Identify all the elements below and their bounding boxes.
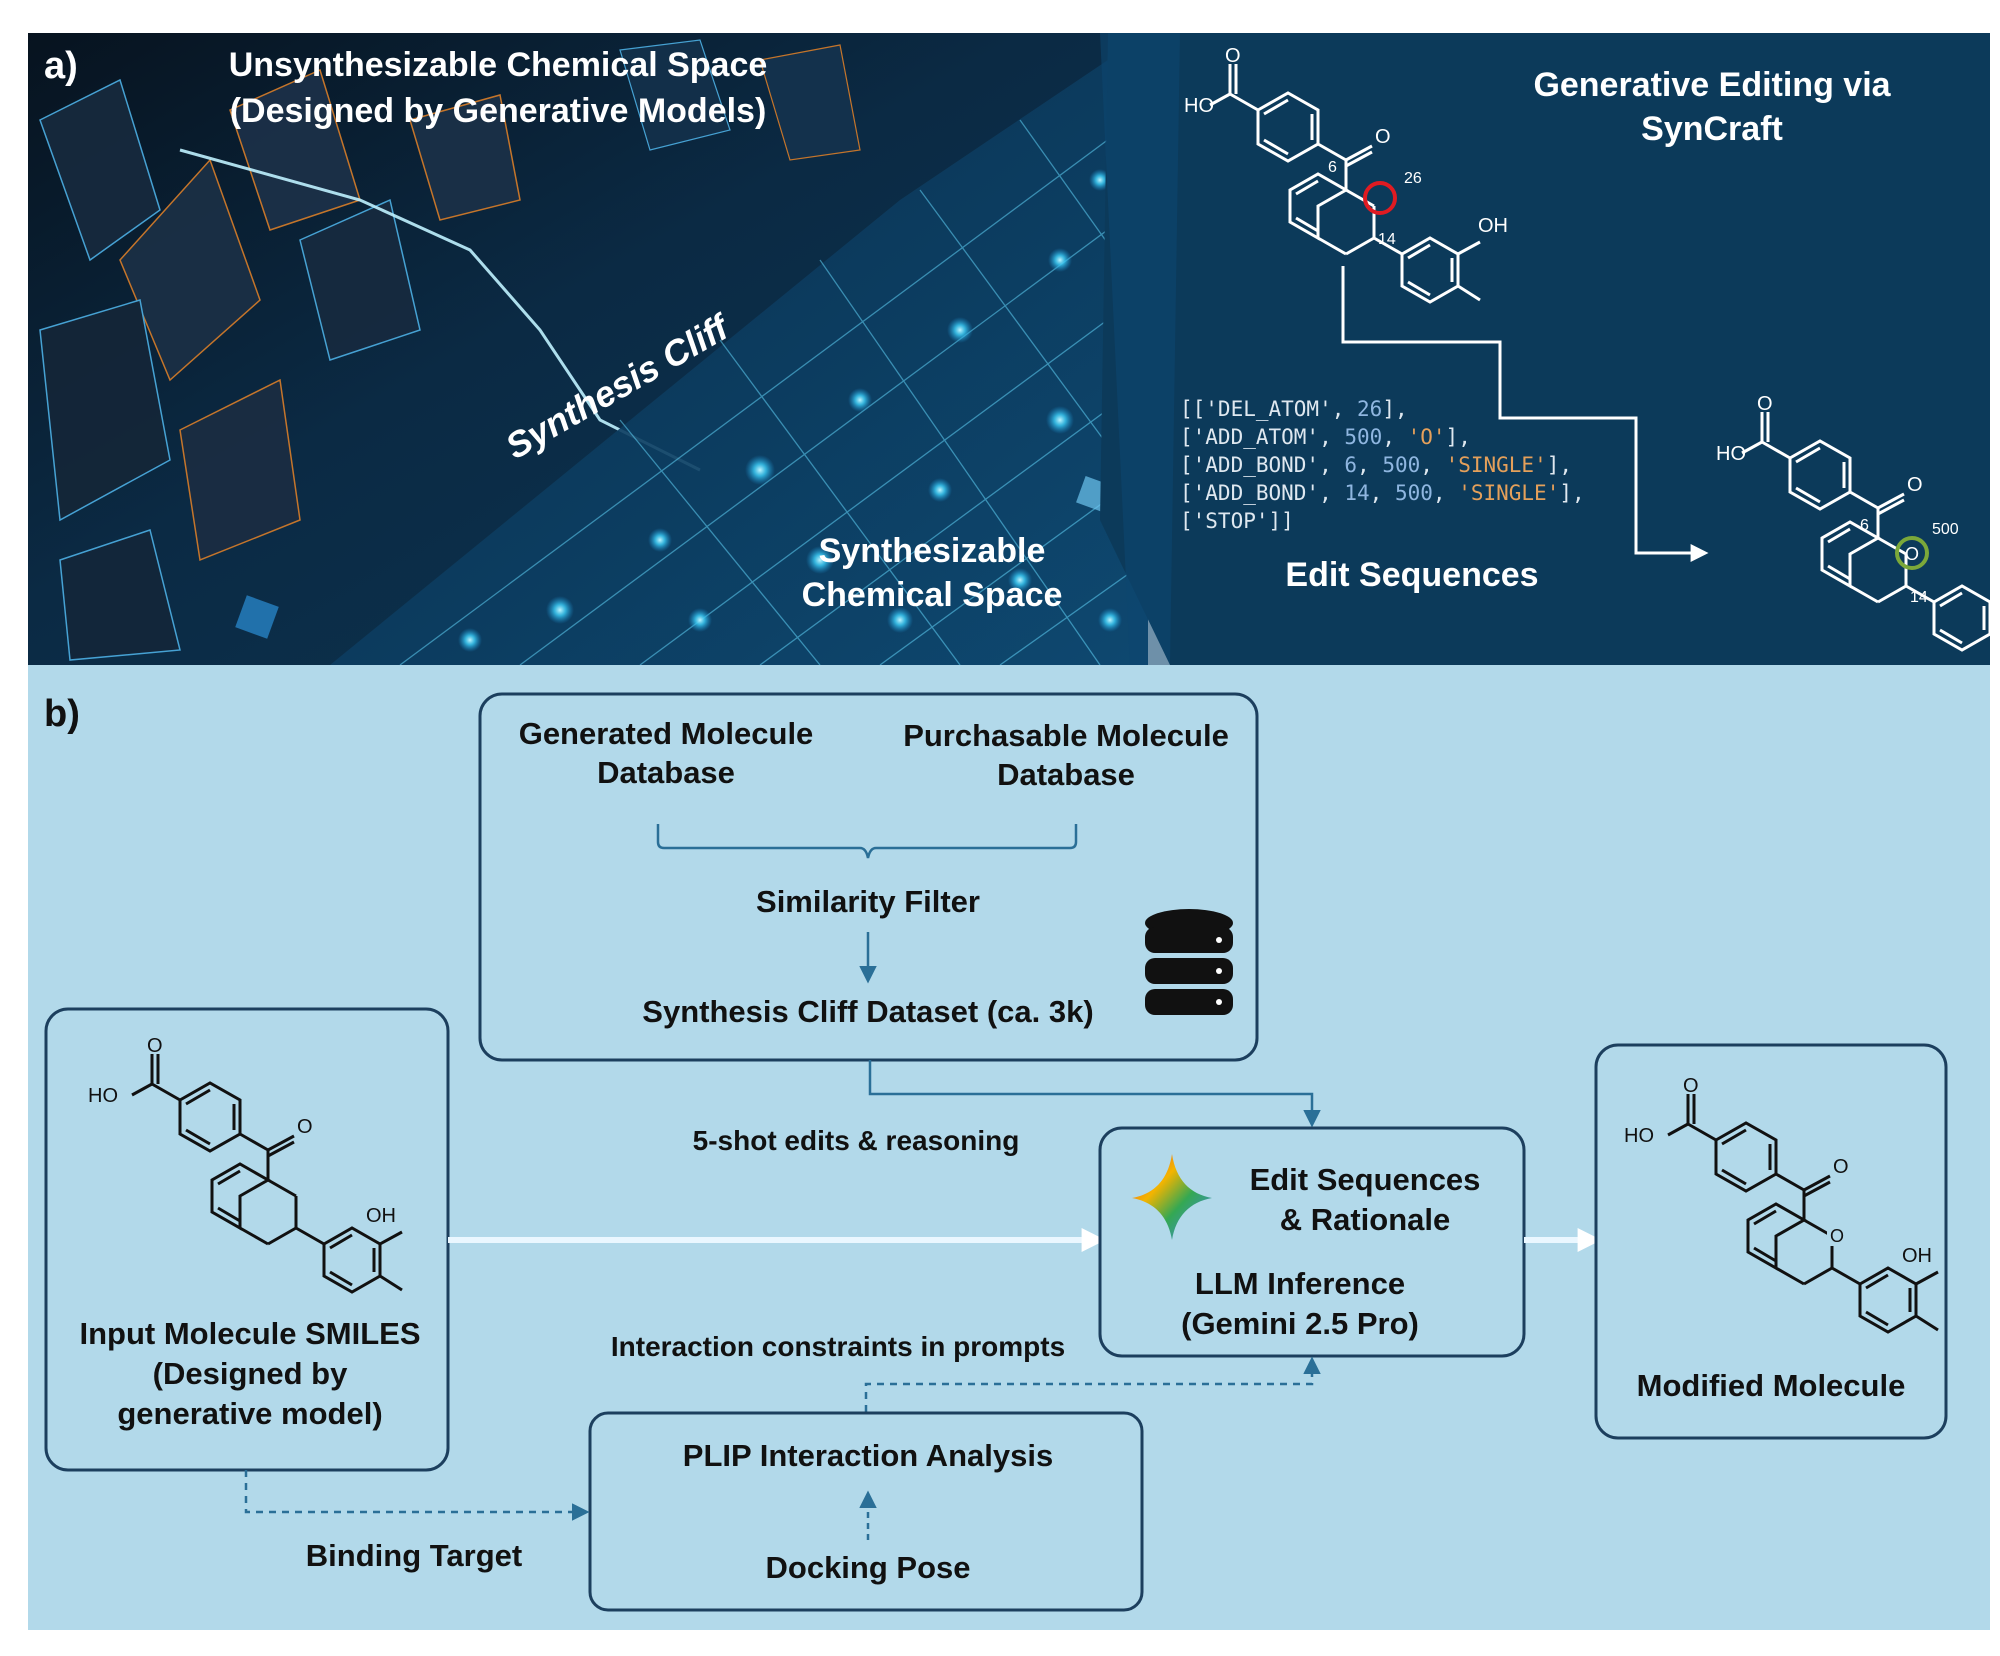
generated-db-label-line2: Database [597, 755, 735, 790]
svg-text:OH: OH [1902, 1245, 1932, 1267]
llm-output-label-line1: Edit Sequences [1250, 1162, 1481, 1197]
glowing-nodes [235, 169, 1122, 652]
unsynthesizable-title-line1: Unsynthesizable Chemical Space [229, 46, 768, 84]
svg-text:O: O [1225, 45, 1241, 67]
generative-editing-title-line2: SynCraft [1641, 110, 1783, 148]
svg-text:HO: HO [1716, 443, 1746, 465]
svg-text:HO: HO [1184, 95, 1214, 117]
svg-text:14: 14 [1910, 589, 1928, 606]
plip-to-llm-arrow [864, 1356, 1321, 1412]
synthesizable-title-line2: Chemical Space [802, 576, 1063, 614]
fewshot-label: 5-shot edits & reasoning [693, 1125, 1020, 1156]
generated-db-label-line1: Generated Molecule [519, 716, 814, 751]
llm-inference-label-line1: LLM Inference [1195, 1266, 1405, 1301]
database-box [478, 692, 1259, 1062]
svg-text:O: O [1757, 393, 1773, 415]
svg-text:OH: OH [366, 1205, 396, 1227]
molecule-original: HO O O OH 6 26 14 [1184, 45, 1508, 304]
panel-a-label: a) [44, 45, 78, 87]
synthesizable-grid-plane [330, 33, 1148, 665]
svg-text:O: O [1833, 1156, 1849, 1178]
synthesizable-title-line1: Synthesizable [819, 532, 1046, 570]
docking-pose-label: Docking Pose [766, 1550, 971, 1585]
input-molecule-label-line3: generative model) [117, 1396, 382, 1431]
svg-text:14: 14 [1378, 231, 1396, 248]
database-icon [1145, 909, 1233, 1015]
llm-output-label-line2: & Rationale [1280, 1202, 1451, 1237]
similarity-filter-label: Similarity Filter [756, 884, 980, 919]
edit-sequences-caption: Edit Sequences [1285, 556, 1538, 594]
panel-a: a) Unsynthesizable Chemical Space (Desig… [28, 33, 2000, 666]
gemini-sparkle-icon [1132, 1154, 1212, 1240]
svg-text:O: O [1905, 544, 1919, 564]
dataset-to-llm-arrow [868, 1060, 1321, 1128]
editing-panel-bg [1100, 33, 1990, 665]
svg-text:O: O [147, 1035, 163, 1057]
svg-text:HO: HO [88, 1085, 118, 1107]
modified-molecule-label: Modified Molecule [1637, 1368, 1906, 1403]
purchasable-db-label-line1: Purchasable Molecule [903, 718, 1229, 753]
svg-text:['STOP']]: ['STOP']] [1180, 509, 1294, 533]
added-atom-marker [1895, 536, 1929, 570]
svg-text:500: 500 [1932, 521, 1959, 538]
deleted-atom-marker [1363, 181, 1397, 215]
molecule-input: HO O O OH [88, 1035, 404, 1294]
panel-divider-sheen [1100, 33, 1180, 665]
input-molecule-label-line1: Input Molecule SMILES [79, 1316, 420, 1351]
panel-b-label: b) [44, 693, 80, 735]
svg-text:['ADD_BOND', 6, 500, 'SINGLE']: ['ADD_BOND', 6, 500, 'SINGLE'], [1180, 453, 1572, 477]
input-to-plip-arrow [244, 1470, 590, 1521]
svg-text:OH: OH [1478, 215, 1508, 237]
plip-label: PLIP Interaction Analysis [683, 1438, 1053, 1473]
input-molecule-label-line2: (Designed by [153, 1356, 348, 1391]
edit-sequence-code: [['DEL_ATOM', 26], ['ADD_ATOM', 500, 'O'… [1180, 397, 1585, 533]
svg-text:6: 6 [1860, 517, 1869, 534]
unsynthesizable-title-line2: (Designed by Generative Models) [230, 92, 767, 130]
svg-text:O: O [1375, 126, 1391, 148]
llm-inference-label-line2: (Gemini 2.5 Pro) [1181, 1306, 1419, 1341]
svg-text:O: O [297, 1116, 313, 1138]
interaction-constraints-label: Interaction constraints in prompts [611, 1331, 1065, 1362]
svg-text:O: O [1830, 1226, 1844, 1246]
plip-box [588, 1411, 1144, 1612]
svg-text:26: 26 [1404, 170, 1422, 187]
synthesis-cliff-path [179, 148, 701, 472]
modified-molecule-box [1594, 1043, 1948, 1440]
purchasable-db-label-line2: Database [997, 757, 1135, 792]
dataset-label: Synthesis Cliff Dataset (ca. 3k) [642, 994, 1093, 1029]
svg-text:['ADD_ATOM', 500, 'O'],: ['ADD_ATOM', 500, 'O'], [1180, 425, 1471, 449]
merge-brace [656, 824, 1078, 859]
edit-flow-arrow [1341, 266, 1709, 562]
svg-text:O: O [1907, 474, 1923, 496]
molecule-edited: HO O O OH 6 500 14 O [1716, 393, 2000, 652]
svg-text:O: O [1683, 1075, 1699, 1097]
svg-text:[['DEL_ATOM', 26],: [['DEL_ATOM', 26], [1180, 397, 1408, 421]
svg-text:6: 6 [1328, 159, 1337, 176]
generative-editing-title-line1: Generative Editing via [1533, 66, 1891, 104]
svg-text:['ADD_BOND', 14, 500, 'SINGLE': ['ADD_BOND', 14, 500, 'SINGLE'], [1180, 481, 1585, 505]
binding-target-label: Binding Target [306, 1538, 522, 1573]
panel-b: b) Generated Molecule Database Purchasab… [28, 665, 1990, 1630]
molecule-modified: HO O O OH O [1624, 1075, 1940, 1334]
svg-text:HO: HO [1624, 1125, 1654, 1147]
